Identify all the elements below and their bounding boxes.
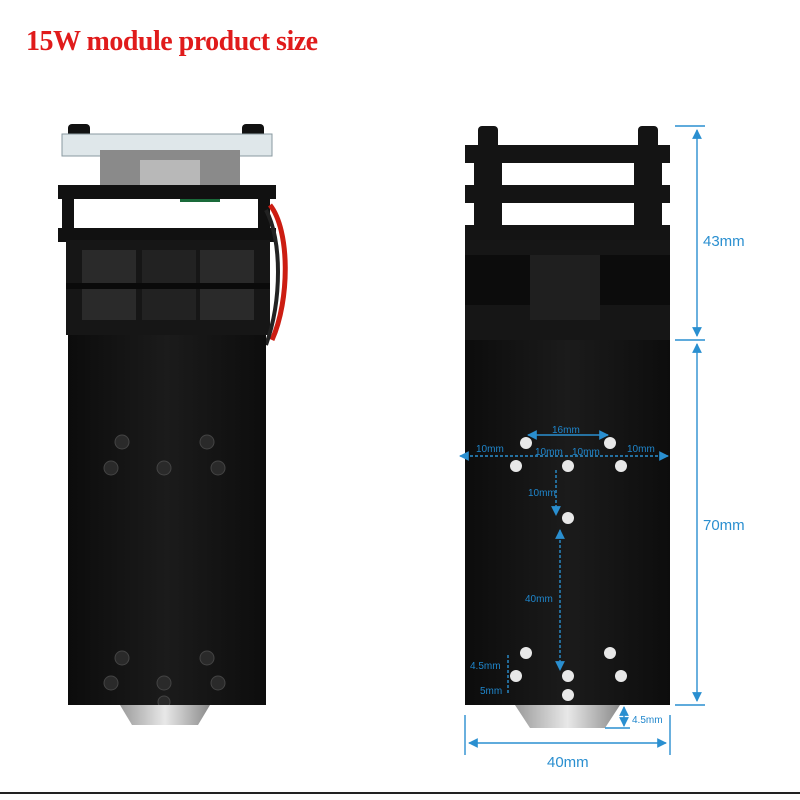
- dim-height-body: 70mm: [703, 517, 745, 534]
- dim-vertical-40: 40mm: [525, 594, 553, 605]
- dim-vertical-4-5: 4.5mm: [470, 661, 501, 672]
- dim-lens-offset: 4.5mm: [632, 715, 663, 726]
- laser-module-drawing-icon: [465, 126, 670, 728]
- dim-vertical-10: 10mm: [528, 488, 556, 499]
- dim-vertical-5: 5mm: [480, 686, 502, 697]
- dim-hole-10-mid-a: 10mm: [535, 447, 563, 458]
- dim-width: 40mm: [547, 754, 589, 771]
- dim-hole-16: 16mm: [552, 425, 580, 436]
- laser-module-photo-icon: [58, 124, 288, 725]
- dim-hole-10-mid-b: 10mm: [572, 447, 600, 458]
- dim-height-top: 43mm: [703, 233, 745, 250]
- divider: [0, 792, 800, 794]
- dim-hole-10-right: 10mm: [627, 444, 655, 455]
- dimension-lines: [459, 125, 705, 755]
- page-title: 15W module product size: [26, 26, 318, 57]
- dim-hole-10-left: 10mm: [476, 444, 504, 455]
